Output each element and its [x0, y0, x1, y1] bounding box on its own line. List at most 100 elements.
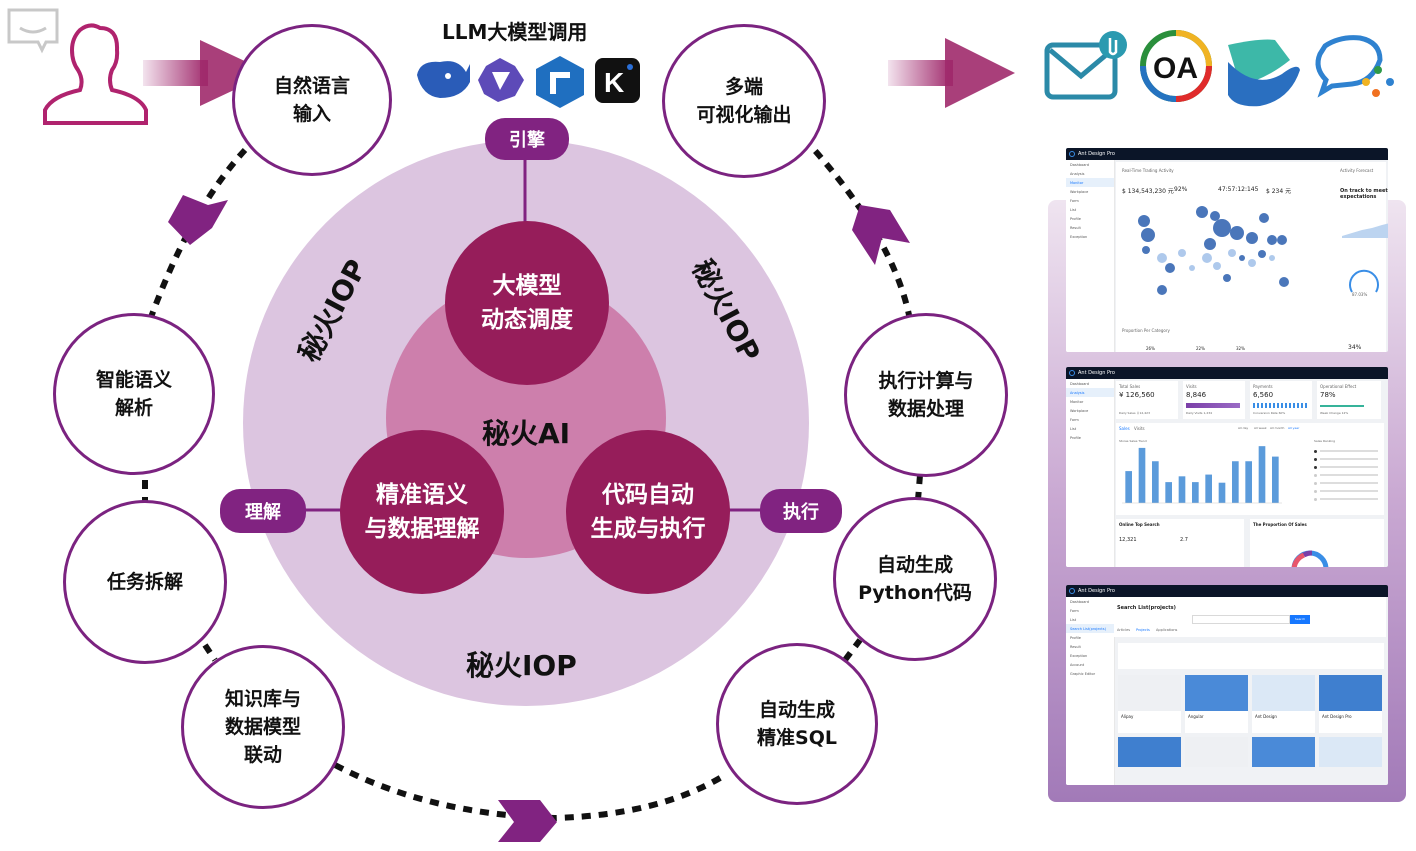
core-line: 精准语义: [376, 482, 468, 508]
sidebar-item: Result: [1070, 226, 1081, 230]
kpi-label: Operational Effect: [1320, 384, 1357, 389]
rank-text: [1320, 450, 1378, 452]
sidebar-item: Monitor: [1066, 178, 1114, 187]
rank-text: [1320, 466, 1378, 468]
top-search-title: Online Top Search: [1119, 522, 1160, 527]
rank-dot: [1314, 449, 1317, 453]
core-semantic-understanding: 精准语义 与数据理解: [340, 430, 504, 594]
sidebar-item: Search List(projects): [1066, 624, 1114, 633]
node-line: 任务拆解: [106, 571, 183, 593]
kpi-value: 8,846: [1186, 391, 1207, 399]
ranking-row: [1314, 471, 1378, 479]
sidebar-item: List: [1070, 208, 1077, 212]
sidebar-item: List: [1070, 427, 1077, 431]
donut-value: 22%: [1196, 346, 1205, 351]
mail-attachment-icon: [1044, 31, 1127, 100]
sidebar-item: Account: [1070, 663, 1085, 667]
sidebar-item: Dashboard: [1070, 600, 1089, 604]
forecast-area-chart: [1342, 223, 1388, 238]
sales-bar: [1232, 461, 1239, 503]
node-line: 解析: [114, 397, 153, 419]
app-sidebar: Dashboard Analysis Monitor Workplace For…: [1066, 379, 1115, 567]
range-option[interactable]: All week: [1254, 426, 1267, 430]
project-card[interactable]: [1319, 737, 1382, 767]
qwen-logo-icon: [478, 58, 524, 102]
range-option[interactable]: All day: [1238, 426, 1249, 430]
project-card[interactable]: [1185, 737, 1248, 767]
logo-icon: [1069, 370, 1075, 376]
donut-value: 26%: [1146, 346, 1155, 351]
sales-bar: [1178, 476, 1186, 503]
project-card[interactable]: Ant Design: [1252, 675, 1315, 733]
tab-applications[interactable]: Applications: [1156, 628, 1178, 632]
app-title: Ant Design Pro: [1078, 370, 1115, 376]
engine-pill: 引擎: [485, 118, 569, 160]
chevron-up-icon: [852, 205, 910, 265]
dingtalk-bird-logo-icon: [1228, 39, 1300, 107]
kpi-value: 6,560: [1253, 391, 1274, 399]
kpi-foot: Week Change 12%: [1320, 411, 1349, 415]
node-line: 自动生成: [758, 699, 835, 721]
sidebar-item: Form: [1070, 199, 1079, 203]
tab-sales[interactable]: Sales: [1119, 426, 1130, 431]
gauge-value: 87.03%: [1352, 292, 1368, 297]
sidebar-item: Profile: [1070, 217, 1081, 221]
project-card[interactable]: Angular: [1185, 675, 1248, 733]
world-map-bubbles: [1138, 206, 1289, 295]
project-card[interactable]: [1118, 737, 1181, 767]
project-card[interactable]: [1252, 737, 1315, 767]
proportion-card: The Proportion Of Sales: [1250, 519, 1384, 567]
sales-bar: [1125, 471, 1132, 503]
rank-dot: [1314, 497, 1317, 501]
range-option[interactable]: All year: [1288, 426, 1300, 430]
execute-pill: 执行: [760, 489, 842, 533]
project-title: Angular: [1188, 714, 1204, 719]
rank-text: [1320, 458, 1378, 460]
stat-value: $ 134,543,230 元: [1122, 188, 1174, 195]
sales-bar: [1138, 447, 1146, 503]
sidebar-item: Workplace: [1070, 409, 1089, 413]
project-card[interactable]: Ant Design Pro: [1319, 675, 1382, 733]
tab-projects[interactable]: Projects: [1136, 628, 1150, 632]
category-title: Proportion Per Category: [1122, 328, 1170, 333]
kpi-foot: Conversion Rate 60%: [1253, 411, 1286, 415]
tab-visits[interactable]: Visits: [1134, 426, 1145, 431]
ai-label: 秘火AI: [482, 417, 571, 450]
node-line: 智能语义: [95, 369, 172, 391]
sales-bar: [1192, 482, 1199, 503]
search-header: Search List(projects) Search Articles Pr…: [1114, 597, 1386, 637]
sales-bar: [1218, 482, 1226, 503]
stat-value: 92%: [1174, 186, 1188, 193]
node-line: 输入: [292, 103, 331, 125]
ranking-title: Sales Ranking: [1314, 439, 1336, 443]
project-card[interactable]: Alipay: [1118, 675, 1181, 733]
tab-articles[interactable]: Articles: [1117, 628, 1131, 632]
kimi-logo-icon: K: [595, 58, 640, 103]
node-compute-processing: 执行计算与 数据处理: [844, 313, 1008, 477]
node-line: 数据处理: [887, 398, 964, 420]
sales-bar: [1272, 456, 1279, 503]
search-input[interactable]: [1192, 615, 1290, 624]
llm-title: LLM大模型调用: [442, 20, 588, 44]
node-line: 知识库与: [224, 688, 301, 710]
node-task-decomposition: 任务拆解: [63, 500, 227, 664]
project-title: Ant Design Pro: [1322, 714, 1352, 719]
logo-icon: [1069, 588, 1075, 594]
sidebar-item: Analysis: [1070, 172, 1085, 176]
core-line: 大模型: [492, 273, 562, 299]
chevron-down-left-icon: [168, 195, 228, 245]
proportion-donut: [1291, 550, 1329, 567]
progress-bar: [1320, 405, 1364, 407]
sales-bar: [1165, 482, 1172, 503]
node-natural-language-input: 自然语言 输入: [232, 24, 392, 176]
efficiency-gauge: [1349, 269, 1379, 293]
sidebar-item: Dashboard: [1070, 163, 1089, 167]
search-button[interactable]: Search: [1290, 615, 1310, 624]
core-line: 与数据理解: [364, 516, 480, 542]
rank-dot: [1314, 465, 1317, 469]
core-code-execution: 代码自动 生成与执行: [566, 430, 730, 594]
core-line: 代码自动: [602, 482, 694, 508]
range-option[interactable]: All month: [1270, 426, 1285, 430]
iop-label-bottom: 秘火IOP: [466, 649, 577, 682]
core-line: 生成与执行: [590, 516, 706, 542]
